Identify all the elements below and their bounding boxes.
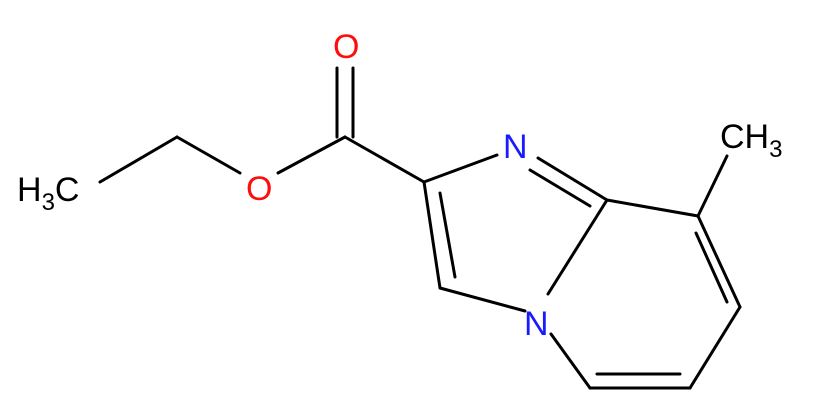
bond-c2-c3-a: [422, 180, 442, 290]
bond-ch3-ch2: [98, 135, 179, 184]
bond-c3-n4: [438, 286, 527, 313]
bond-c8-c7-a: [696, 214, 742, 309]
ester-oxygen-label: O: [246, 170, 272, 208]
bond-n4-c8a: [546, 198, 609, 296]
bond-c8a-c8: [605, 198, 700, 218]
bond-o-c: [276, 135, 347, 175]
imidazole-nitrogen-label: N: [503, 128, 528, 166]
methyl-left-h: H: [17, 171, 42, 209]
bridge-nitrogen-label: N: [524, 305, 549, 343]
carbonyl-oxygen-label: O: [333, 28, 359, 66]
bond-c7-c6: [688, 305, 742, 390]
bond-c2-n1: [422, 153, 499, 184]
methyl-right-ch: CH: [720, 118, 769, 156]
bond-ch2-o: [175, 135, 242, 175]
bond-ester-c-ring: [343, 135, 426, 184]
bond-c2-c3-b: [438, 191, 457, 279]
bond-n1-c8a-a: [536, 156, 609, 202]
methyl-left-c: C: [55, 171, 80, 209]
bond-c5-n4: [549, 332, 592, 390]
bond-n1-c8a-b: [528, 168, 592, 208]
bond-c8-c7-b: [694, 231, 729, 304]
bond-c8-methyl: [696, 154, 729, 218]
methyl-left-label: H3C: [17, 171, 79, 216]
methyl-right-label: CH3: [720, 118, 782, 163]
methyl-left-sub: 3: [42, 189, 55, 216]
methyl-right-sub: 3: [769, 136, 782, 163]
